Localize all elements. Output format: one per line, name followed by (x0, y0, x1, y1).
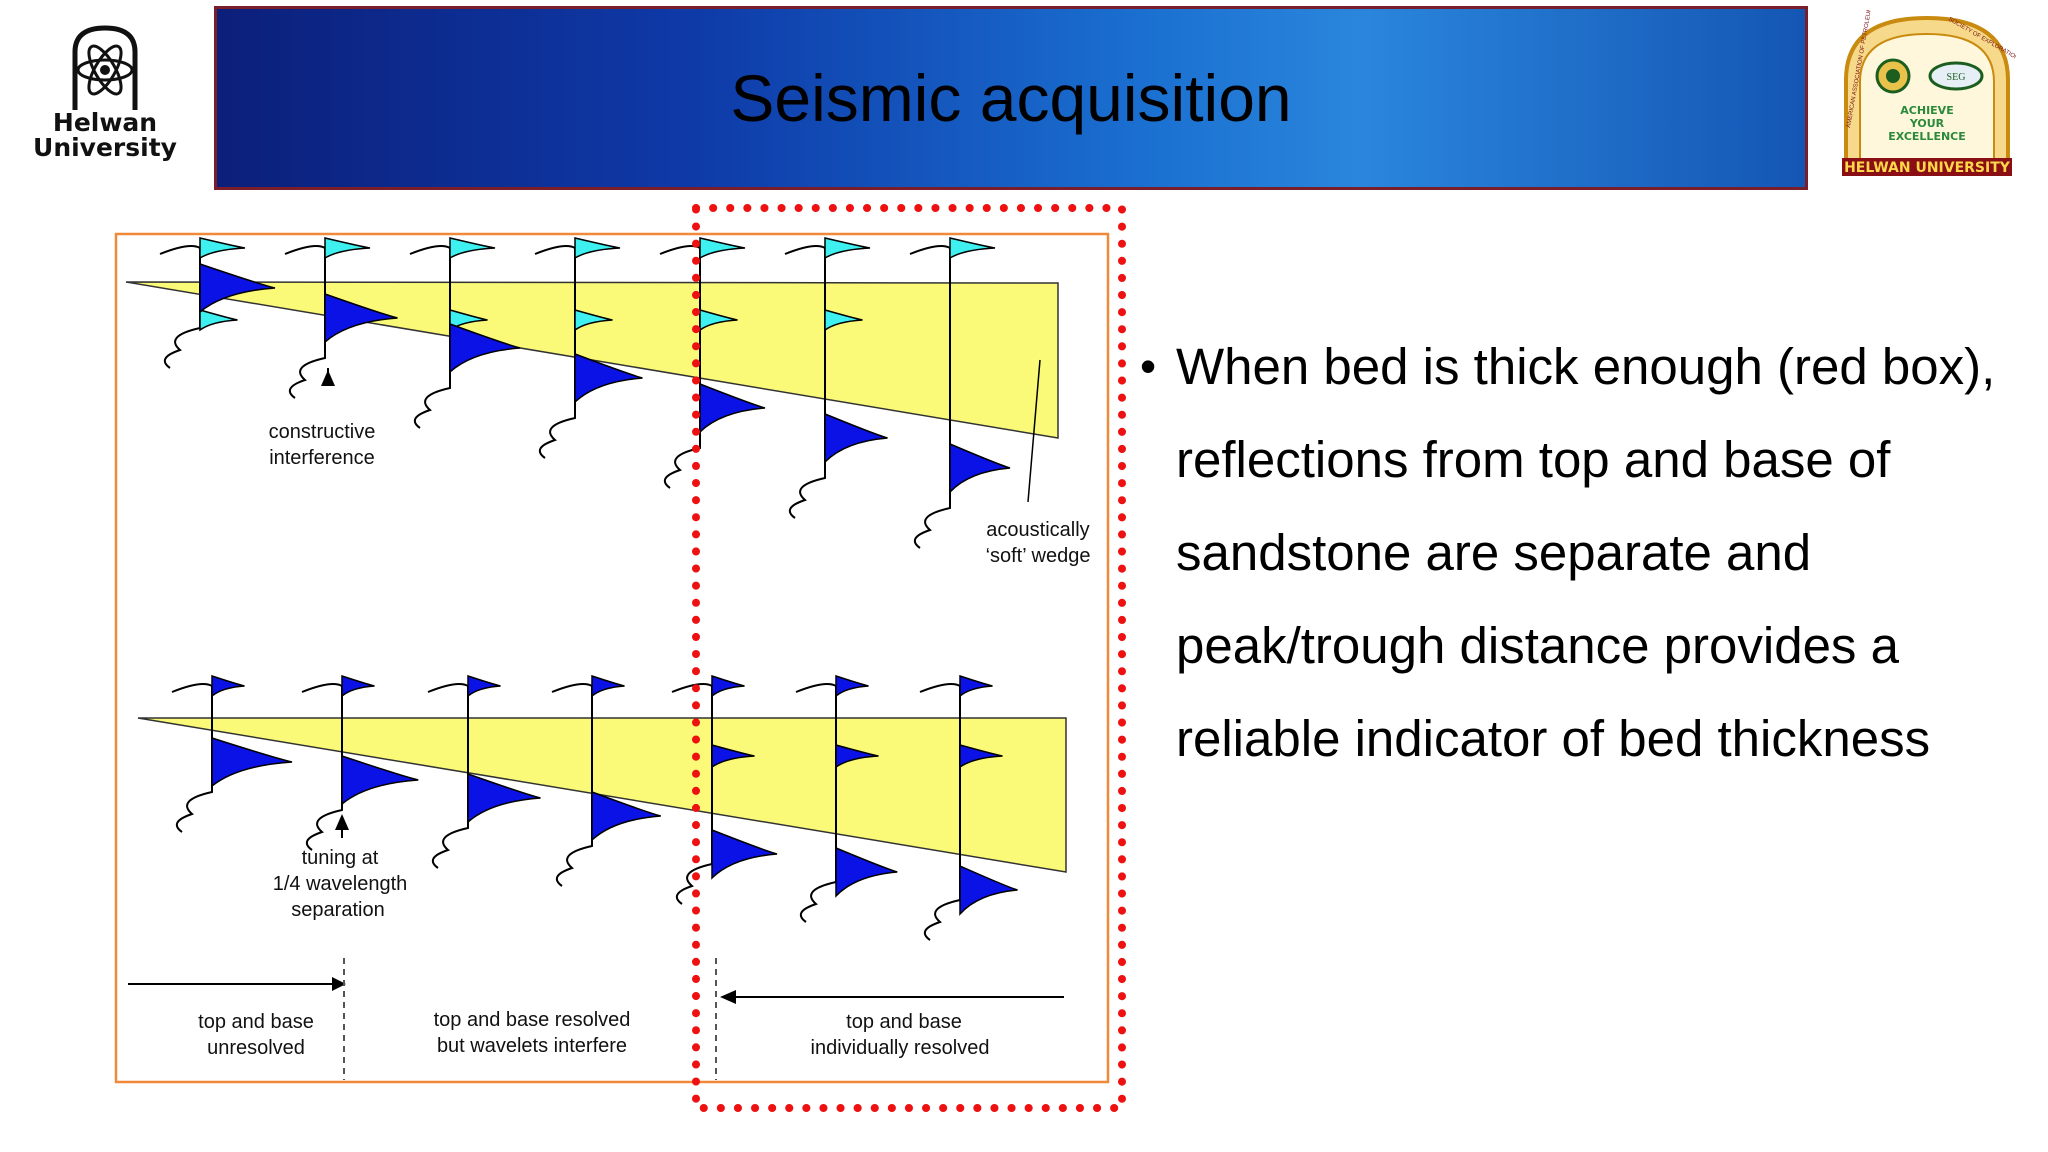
label-interfere-2: but wavelets interfere (437, 1035, 627, 1057)
diagram-frame (114, 232, 1110, 1084)
wavelet-peak-base (711, 744, 755, 769)
label-tuning-2: 1/4 wavelength (273, 873, 408, 895)
wavelet-trough (959, 864, 1018, 916)
society-logo: AMERICAN ASSOCIATION OF PETROLEUM GEOLOG… (1842, 10, 2016, 176)
logo-name-line2: University (33, 133, 177, 162)
wavelet-trace (919, 683, 961, 941)
wavelet-trough (711, 828, 778, 880)
wavelet-peak-base (835, 744, 879, 769)
wavelet-trough (341, 754, 419, 806)
label-soft-wedge-2: ‘soft’ wedge (986, 545, 1091, 567)
wavelet-trough (949, 442, 1011, 494)
wavelet-peak-top (959, 674, 993, 698)
wavelet-trace (671, 683, 713, 905)
wavelet-trace (301, 683, 343, 851)
wavelet-peak-base (199, 309, 238, 332)
arrow-up-icon (321, 370, 335, 386)
wavelet-peak-top (449, 237, 496, 260)
wavelet-trough (324, 292, 398, 344)
arrow-left-icon (720, 990, 736, 1004)
wavelet-peak-base (824, 309, 863, 332)
wavelet-trace (171, 683, 213, 833)
wavelet-peak-top (467, 674, 501, 698)
logo-name-line1: Helwan (52, 108, 158, 137)
wavelet-trace (427, 683, 469, 869)
wavelet-trough (199, 262, 276, 314)
red-box-highlight (692, 204, 1126, 1112)
wavelet-trough (467, 772, 541, 824)
wavelet-peak-top (341, 674, 375, 698)
helwan-university-logo: Helwan University (20, 22, 190, 172)
wavelet-peak-top (574, 237, 621, 260)
wavelet-trough (574, 352, 643, 404)
label-constructive-2: interference (269, 447, 375, 469)
wavelet-trough (699, 382, 766, 434)
seg-seal-icon (1928, 61, 1984, 91)
wavelet-trace (551, 683, 593, 887)
arrow-up-icon (335, 814, 349, 830)
wavelet-peak-top (949, 237, 996, 260)
label-tuning-1: tuning at (302, 847, 379, 869)
motto-line1: ACHIEVE (1900, 104, 1953, 117)
bullet-dot-icon: • (1140, 340, 1157, 392)
wavelet-trace (534, 245, 576, 459)
label-resolved-2: individually resolved (811, 1037, 990, 1059)
atom-emblem-icon (72, 25, 138, 110)
wavelet-trough (449, 322, 521, 374)
arrow-right-icon (332, 977, 346, 991)
wavelet-peak-base (699, 309, 738, 332)
wavelet-peak-top (211, 674, 245, 698)
label-interfere-1: top and base resolved (434, 1009, 631, 1031)
label-constructive-1: constructive (269, 421, 376, 443)
label-tuning-3: separation (291, 899, 384, 921)
motto-line2: YOUR (1909, 117, 1945, 130)
wavelet-peak-top (824, 237, 871, 260)
wavelet-peak-base (574, 309, 613, 332)
label-unresolved-1: top and base (198, 1011, 314, 1033)
wavelet-trough (211, 736, 293, 788)
wavelet-trace (409, 245, 451, 429)
seg-badge-text: SEG (1947, 72, 1966, 83)
wavelet-trace (784, 245, 826, 519)
wavelet-trace (284, 245, 326, 399)
wavelet-peak-top (591, 674, 625, 698)
wavelet-trace (795, 683, 837, 923)
wavelet-peak-top (699, 237, 746, 260)
wavelet-trough (824, 412, 888, 464)
wavelet-trace (659, 245, 701, 489)
motto-line3: EXCELLENCE (1888, 130, 1966, 143)
wavelet-trace (909, 245, 951, 549)
wavelet-peak-top (835, 674, 869, 698)
label-resolved-1: top and base (846, 1011, 962, 1033)
wavelet-group (159, 237, 1018, 941)
wavelet-peak-base (959, 744, 1003, 769)
soft-wedge-leader (1027, 359, 1041, 503)
wavelet-peak-top (711, 674, 745, 698)
wavelet-trace (159, 245, 201, 369)
wavelet-trough (591, 790, 661, 842)
label-soft-wedge-1: acoustically (986, 519, 1089, 541)
label-unresolved-2: unresolved (207, 1037, 305, 1059)
wavelet-peak-top (199, 237, 246, 260)
wavelet-peak-top (324, 237, 371, 260)
logo-banner-text: HELWAN UNIVERSITY (1844, 160, 2011, 176)
title-bar: Seismic acquisition (214, 6, 1808, 190)
wavelet-trough (835, 846, 898, 898)
slide-title: Seismic acquisition (730, 61, 1292, 135)
bullet-text: When bed is thick enough (red box), refl… (1176, 338, 1996, 767)
